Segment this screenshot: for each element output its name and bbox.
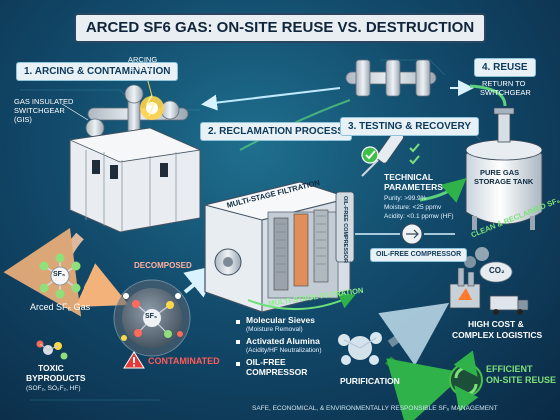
reuse-switchgear-illustration <box>346 60 436 96</box>
reuse-badge-1: EFFICIENT <box>486 365 533 375</box>
page-title: ARCED SF6 GAS: ON-SITE REUSE VS. DESTRUC… <box>74 13 486 43</box>
gis-label-1: GAS INSULATED <box>14 98 73 106</box>
stage4-heading: 4. REUSE <box>474 58 536 77</box>
compressor-icon <box>402 224 422 244</box>
param-moisture: Moisture: <25 ppmv <box>384 204 441 211</box>
decomposition-arrow <box>85 285 118 300</box>
sphere-molecule-label: SF₆ <box>145 313 157 321</box>
step1-title: Molecular Sieves <box>246 316 315 325</box>
param-purity: Purity: >99.9% <box>384 195 426 202</box>
return-label-1: RETURN TO <box>482 80 525 88</box>
recycle-icon <box>450 364 482 396</box>
footer-tagline: SAFE, ECONOMICAL, & ENVIRONMENTALLY RESP… <box>252 405 498 412</box>
param-acidity: Acidity: <0.1 ppmw (HF) <box>384 213 454 220</box>
stage3-heading: 3. TESTING & RECOVERY <box>340 117 479 136</box>
tank-label-2: STORAGE TANK <box>474 178 533 186</box>
stage2-heading: 2. RECLAMATION PROCESS <box>200 122 352 141</box>
toxic-label-1: TOXIC <box>38 364 64 373</box>
toxic-byproduct-molecules <box>37 341 68 360</box>
arcing-label-1: ARCING <box>128 56 157 64</box>
cost-label-2: COMPLEX LOGISTICS <box>452 331 542 340</box>
params-title-1: TECHNICAL <box>384 173 433 182</box>
gis-leader-line <box>62 104 88 120</box>
step3-title: OIL-FREE <box>246 358 286 367</box>
step2-title: Activated Alumina <box>246 337 320 346</box>
compressor-label: OIL-FREE COMPRESSOR <box>370 248 467 262</box>
gis-label-3: (GIS) <box>14 116 32 124</box>
step3-sub: COMPRESSOR <box>246 368 307 377</box>
gis-label-2: SWITCHGEAR <box>14 107 65 115</box>
truck-icon <box>490 296 528 315</box>
co2-label: CO₂ <box>489 267 505 276</box>
sf6-molecule-label: SF₆ <box>53 271 65 279</box>
cost-label-1: HIGH COST & <box>468 320 524 329</box>
toxic-formula: (SOF₂, SO₂F₂, HF) <box>26 385 81 392</box>
gis-to-reclamation-arrow <box>205 88 340 104</box>
arcing-label-2: EVENT <box>130 65 155 73</box>
filtration-step-bullets <box>236 320 240 366</box>
toxic-label-2: BYPRODUCTS <box>26 374 86 383</box>
params-title-2: PARAMETERS <box>384 183 443 192</box>
step1-sub: (Moisture Removal) <box>246 326 303 333</box>
gis-switchgear-illustration <box>70 85 200 232</box>
purification-label: PURIFICATION <box>340 377 400 386</box>
reuse-badge-2: ON-SITE REUSE <box>486 376 556 386</box>
purification-to-cost-arrow <box>390 312 436 344</box>
decomposed-label: DECOMPOSED <box>134 262 192 271</box>
arced-gas-label: Arced SF₆ Gas <box>30 303 90 313</box>
compressor-vertical-label: OIL-FREE COMPRESSOR <box>342 196 348 263</box>
contaminated-label: CONTAMINATED <box>148 357 220 367</box>
purification-molecule-cluster <box>338 332 382 365</box>
return-label-2: SWITCHGEAR <box>480 89 531 97</box>
step2-sub: (Acidity/HF Neutralization) <box>246 347 322 354</box>
tank-label-1: PURE GAS <box>480 169 519 177</box>
